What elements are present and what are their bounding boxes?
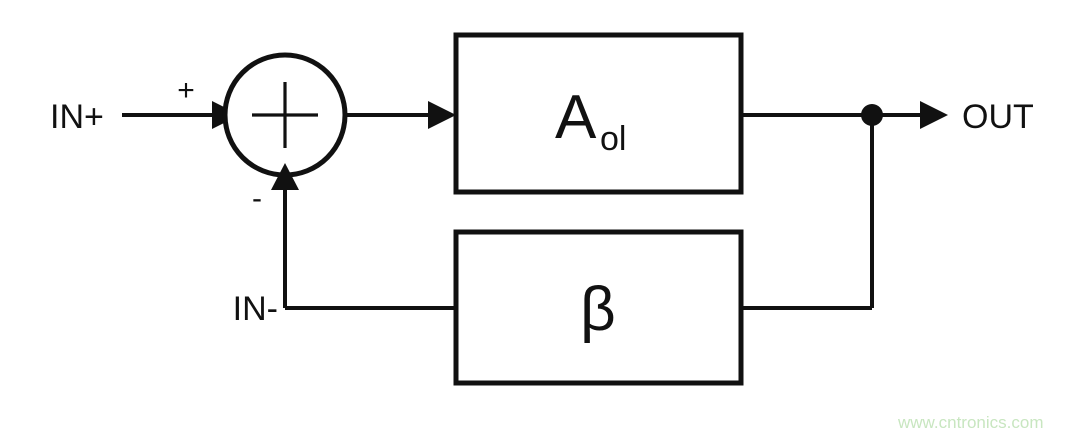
arrowhead-out	[920, 101, 948, 129]
forward-gain-label-main: A	[555, 83, 597, 152]
label-in-minus: IN-	[233, 290, 278, 328]
forward-gain-label-sub: ol	[600, 120, 626, 158]
label-sum-negative-sign: -	[252, 182, 262, 215]
forward-gain-block	[453, 32, 744, 195]
arrowhead-sum-negative-input	[271, 163, 299, 190]
feedback-gain-block	[453, 229, 744, 386]
label-sum-positive-sign: +	[177, 74, 195, 107]
label-in-plus: IN+	[50, 98, 104, 136]
feedback-gain-label: β	[580, 275, 616, 344]
watermark-text: www.cntronics.com	[897, 413, 1043, 432]
label-out: OUT	[962, 98, 1034, 136]
arrowhead-forward-block-input	[428, 101, 456, 129]
